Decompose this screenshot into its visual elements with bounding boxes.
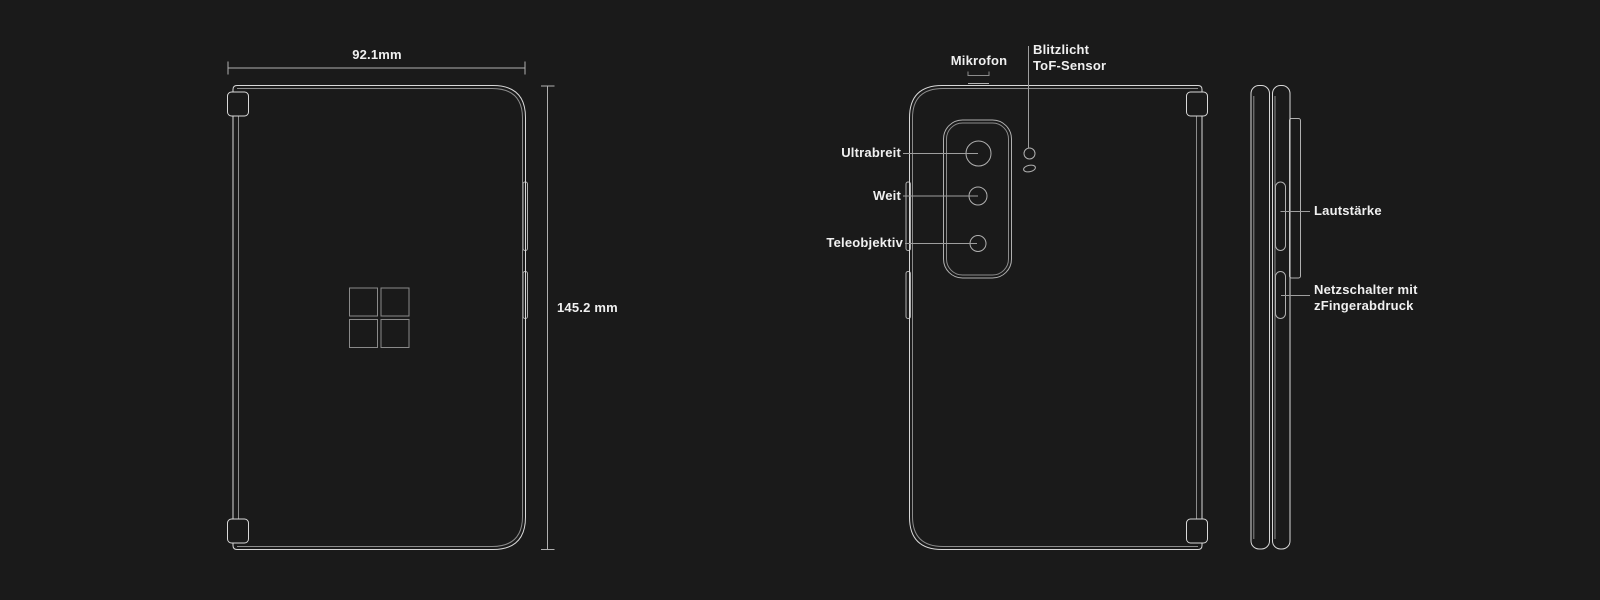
tof-sensor	[1023, 164, 1036, 173]
camera-bump-profile	[1289, 118, 1301, 279]
ultrawide-label: Ultrabreit	[841, 145, 901, 160]
device-inner-outline	[912, 88, 1198, 547]
flash-label-line2: ToF-Sensor	[1033, 58, 1107, 73]
hinge-cap-bottom	[227, 518, 249, 544]
power-label-line1: Netzschalter mit	[1314, 282, 1418, 297]
power-label-line2: zFingerabdruck	[1314, 298, 1414, 313]
device-inner-outline	[237, 88, 523, 547]
camera-bump	[943, 119, 1012, 279]
side-view-drawing	[1250, 85, 1310, 550]
microphone-label: Mikrofon	[950, 53, 1008, 68]
left-half-profile	[1250, 85, 1270, 550]
power-label: Netzschalter mit zFingerabdruck	[1314, 282, 1418, 314]
microphone-bracket	[967, 71, 990, 76]
wide-label: Weit	[872, 188, 901, 203]
flash-label-line1: Blitzlicht	[1033, 42, 1090, 57]
volume-button	[1275, 181, 1286, 251]
hinge-cap-top	[1186, 91, 1208, 117]
flash-led	[1023, 147, 1036, 160]
volume-button-edge	[905, 181, 911, 251]
hinge-cap-top	[227, 91, 249, 117]
volume-label: Lautstärke	[1314, 203, 1382, 218]
power-button-edge	[905, 271, 911, 319]
device-outline	[909, 85, 1203, 550]
back-right-device-drawing	[903, 46, 1208, 550]
width-dimension-line	[227, 61, 526, 75]
flash-tof-label: Blitzlicht ToF-Sensor	[1033, 42, 1106, 74]
right-half-profile	[1272, 85, 1291, 550]
height-dimension-label: 145.2 mm	[557, 300, 618, 315]
back-left-device-drawing	[227, 85, 528, 550]
height-dimension-line	[541, 85, 555, 550]
hinge-cap-bottom	[1186, 518, 1208, 544]
telephoto-label: Teleobjektiv	[826, 235, 903, 250]
width-dimension-label: 92.1mm	[352, 47, 402, 62]
microsoft-logo-icon	[349, 287, 410, 348]
device-outline	[232, 85, 526, 550]
